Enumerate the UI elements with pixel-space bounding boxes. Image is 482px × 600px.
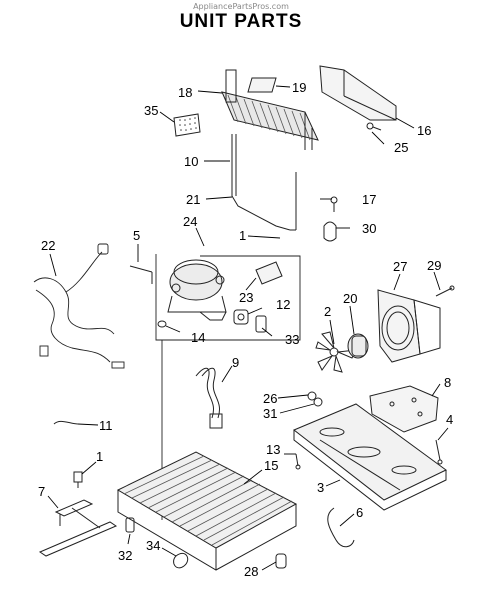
- callout-13: 13: [266, 442, 281, 457]
- clip-part: [323, 196, 338, 242]
- thermistor-part: [173, 552, 189, 569]
- callout-3: 3: [317, 480, 325, 495]
- clip-part: [125, 517, 135, 533]
- callout-34: 34: [146, 538, 161, 553]
- callout-6: 6: [356, 505, 364, 520]
- callout-9: 9: [232, 355, 240, 370]
- base-pan-part: [293, 403, 447, 511]
- callout-7: 7: [38, 484, 46, 499]
- drier-part: [255, 261, 283, 285]
- callout-8: 8: [444, 375, 452, 390]
- callout-11: 11: [99, 418, 113, 433]
- wire-part: [327, 507, 355, 548]
- pad-part: [247, 77, 277, 93]
- callout-31: 31: [263, 406, 278, 421]
- callout-17: 17: [362, 192, 377, 207]
- callout-20: 20: [343, 291, 358, 306]
- page-title: UNIT PARTS: [179, 11, 303, 32]
- duct-part: [319, 65, 397, 121]
- callout-24: 24: [183, 214, 198, 229]
- relay-part: [233, 309, 267, 333]
- bracket-part: [369, 385, 439, 433]
- callout-5: 5: [133, 228, 141, 243]
- callout-16: 16: [417, 123, 432, 138]
- callout-23: 23: [239, 290, 254, 305]
- watermark: AppliancePartsPros.com: [193, 2, 289, 11]
- callout-10: 10: [184, 154, 199, 169]
- callout-19: 19: [292, 80, 307, 95]
- callout-1-top: 1: [239, 228, 247, 243]
- callout-26: 26: [263, 391, 278, 406]
- callout-12: 12: [276, 297, 291, 312]
- drain-tube-part: [195, 367, 223, 429]
- screw-part: [366, 122, 382, 131]
- callout-35: 35: [144, 103, 159, 118]
- bracket-part: [129, 265, 153, 284]
- heater-part: [38, 499, 118, 557]
- callout-4: 4: [446, 412, 454, 427]
- callout-33: 33: [285, 332, 300, 347]
- callout-1-bottom: 1: [96, 449, 104, 464]
- shroud-part: [377, 289, 441, 363]
- gasket-part: [173, 113, 201, 137]
- callout-15: 15: [264, 458, 279, 473]
- callout-18: 18: [178, 85, 193, 100]
- condenser-part: [221, 69, 319, 150]
- callout-14: 14: [191, 330, 206, 345]
- callout-27: 27: [393, 259, 408, 274]
- callout-22: 22: [41, 238, 56, 253]
- harness-part: [33, 243, 125, 369]
- grommet-part: [307, 391, 323, 407]
- grommet-part: [157, 320, 167, 328]
- callout-25: 25: [394, 140, 409, 155]
- callout-21: 21: [186, 192, 201, 207]
- tubing-part: [231, 134, 297, 231]
- callout-30: 30: [362, 221, 377, 236]
- connector-part: [73, 471, 83, 488]
- plug-part: [275, 553, 287, 569]
- fan-motor-part: [347, 333, 369, 359]
- callout-32: 32: [118, 548, 133, 563]
- compressor-part: [167, 259, 227, 321]
- evaporator-part: [116, 451, 298, 571]
- screw-part: [435, 285, 455, 297]
- callout-29: 29: [427, 258, 442, 273]
- screw-part: [295, 439, 443, 470]
- callout-2: 2: [324, 304, 332, 319]
- hanger-part: [53, 420, 79, 425]
- callout-28: 28: [244, 564, 259, 579]
